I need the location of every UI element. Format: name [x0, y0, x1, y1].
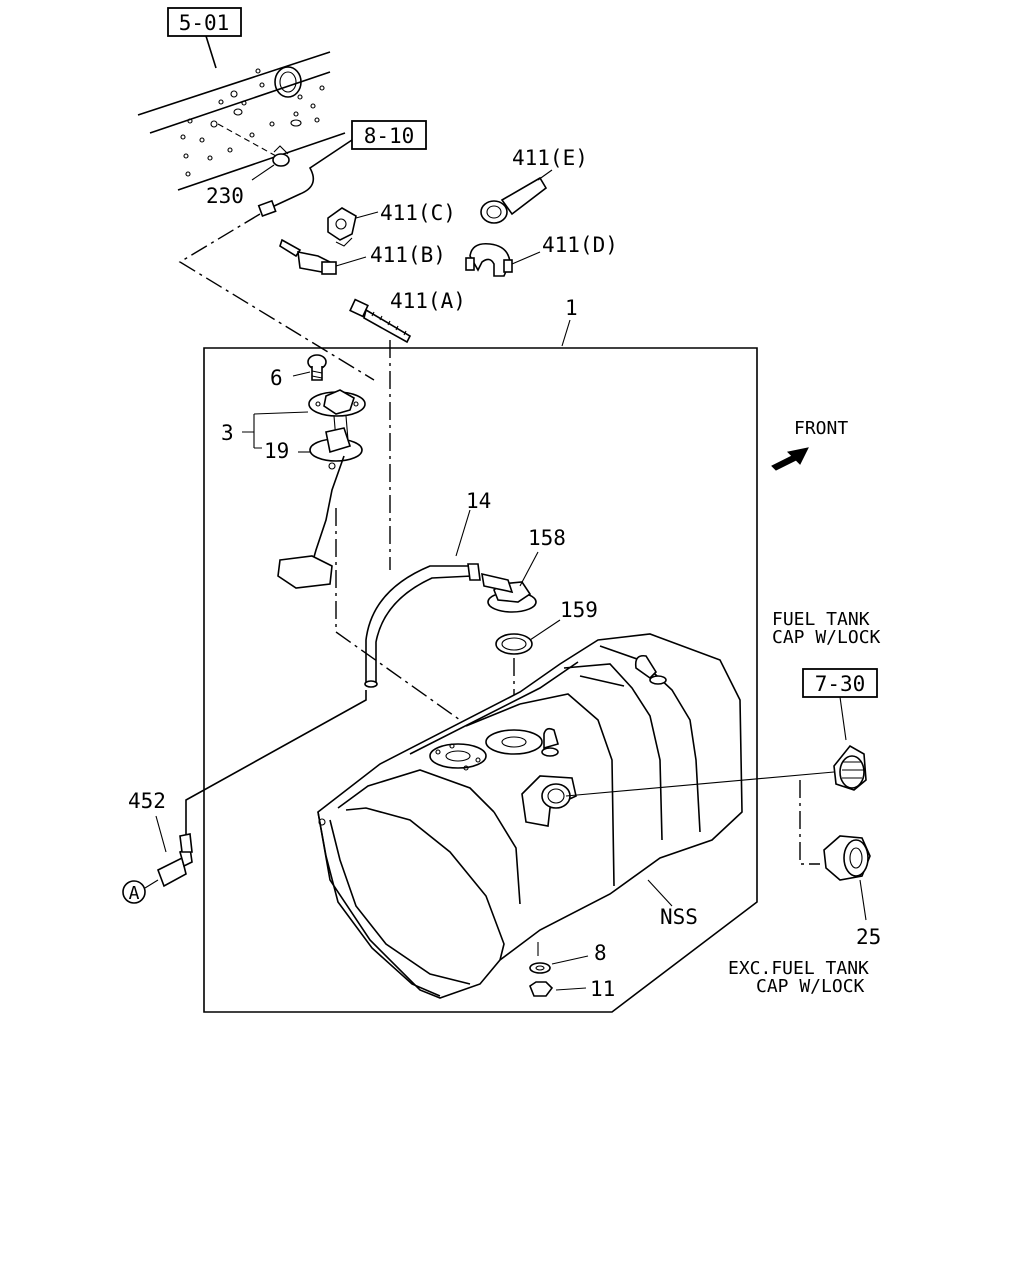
nut-11 [529, 981, 587, 997]
exc-lock-note-line1: EXC.FUEL TANK [728, 958, 869, 979]
harness-230 [217, 123, 353, 218]
part-230-label: 230 [206, 184, 244, 208]
ref-8-10-label: 8-10 [364, 124, 415, 148]
ref-box-7-30[interactable]: 7-30 [802, 668, 878, 698]
part-452-label: 452 [128, 789, 166, 813]
part-11-label: 11 [590, 977, 615, 1001]
part-8-label: 8 [594, 941, 607, 965]
clamp-411e [480, 169, 553, 224]
part-411d-label: 411(D) [542, 233, 618, 257]
with-lock-note-line2: CAP W/LOCK [772, 627, 881, 648]
front-label: FRONT [794, 418, 848, 439]
connector-a: A [122, 879, 159, 904]
assembly-box-1 [203, 347, 758, 1013]
with-lock-note-line1: FUEL TANK [772, 609, 870, 630]
connector-a-label: A [129, 883, 140, 904]
part-3-label: 3 [221, 421, 234, 445]
washer-8 [529, 942, 589, 974]
part-411b-label: 411(B) [370, 243, 446, 267]
fuel-tank [317, 633, 743, 999]
part-nss-label: NSS [660, 905, 698, 929]
ref-5-01-label: 5-01 [179, 11, 230, 35]
part-158-label: 158 [528, 526, 566, 550]
front-direction-indicator: FRONT [771, 418, 848, 471]
fitting-452 [155, 690, 367, 888]
fuel-sender-19 [277, 415, 363, 589]
part-25-label: 25 [856, 925, 881, 949]
ref-box-8-10[interactable]: 8-10 [351, 120, 427, 150]
chassis-frame-panel [137, 35, 346, 191]
vent-valve-158 [481, 551, 539, 613]
ref-box-5-01[interactable]: 5-01 [167, 7, 242, 37]
exc-lock-note-line2: CAP W/LOCK [756, 976, 865, 997]
part-411c-label: 411(C) [380, 201, 456, 225]
part-14-label: 14 [466, 489, 491, 513]
part-411e-label: 411(E) [512, 146, 588, 170]
fuel-cap-25 [823, 835, 871, 921]
clip-411c [327, 207, 379, 247]
cable-tie-411a [349, 298, 412, 344]
pump-flange-3 [308, 389, 366, 417]
screw-6 [292, 354, 327, 381]
part-6-label: 6 [270, 366, 283, 390]
locking-fuel-cap [833, 744, 867, 791]
clamp-411d [465, 242, 541, 277]
part-411a-label: 411(A) [390, 289, 466, 313]
vent-hose-14 [364, 509, 481, 688]
part-19-label: 19 [264, 439, 289, 463]
gasket-159 [495, 619, 561, 655]
clip-411b [279, 238, 367, 275]
part-159-label: 159 [560, 598, 598, 622]
part-1-label: 1 [565, 296, 578, 320]
front-arrow-icon [771, 447, 809, 471]
ref-7-30-label: 7-30 [815, 672, 866, 696]
